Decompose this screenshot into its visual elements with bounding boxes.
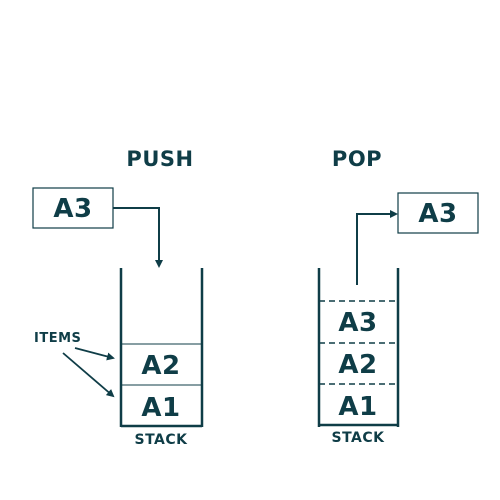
push-stack-item-a1: A1 — [141, 393, 180, 423]
items-arrow-to-a2 — [74, 347, 115, 361]
pop-stack-item-a1: A1 — [338, 392, 377, 422]
items-arrow-to-a1 — [62, 352, 115, 398]
push-section: PUSH A3 A2 A1 STACK ITEMS — [32, 147, 204, 448]
push-stack-label: STACK — [134, 432, 188, 448]
pop-section: POP A3 A3 A2 A1 STACK — [317, 147, 479, 446]
pop-title: POP — [332, 147, 382, 171]
pop-outgoing-box — [397, 192, 479, 234]
pop-stack-item-a2: A2 — [338, 350, 377, 380]
pop-outgoing-label: A3 — [418, 199, 457, 229]
items-annotation-label: ITEMS — [34, 331, 81, 346]
push-stack-item-a2: A2 — [141, 351, 180, 381]
push-stack-slot-a1 — [120, 384, 203, 427]
pop-stack-item-a3: A3 — [338, 308, 377, 338]
push-incoming-label: A3 — [53, 194, 92, 224]
pop-arrow — [356, 210, 398, 285]
push-title: PUSH — [126, 147, 193, 171]
push-arrow — [113, 207, 163, 268]
pop-stack-label: STACK — [331, 430, 385, 446]
